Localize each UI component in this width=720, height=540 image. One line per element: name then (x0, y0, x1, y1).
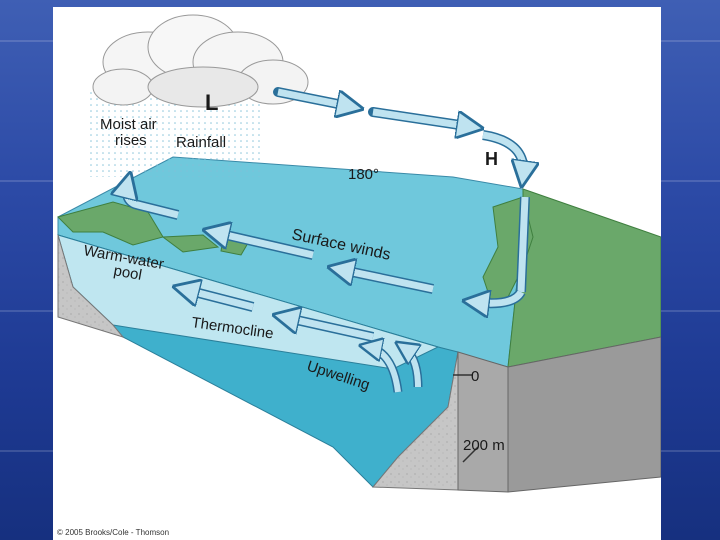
high-pressure-label: H (485, 149, 498, 169)
block-side (458, 352, 508, 492)
descending-arrow-inner (521, 197, 525, 292)
walker-circulation-diagram: L H Moist air rises Rainfall 180° Surfac… (53, 7, 661, 540)
depth-200-label: 200 m (463, 437, 505, 454)
diagram-slide: L H Moist air rises Rainfall 180° Surfac… (53, 7, 661, 540)
block-top-right (508, 189, 661, 367)
moist-air-label-line2: rises (115, 132, 147, 149)
copyright-notice: © 2005 Brooks/Cole - Thomson (57, 528, 169, 537)
low-pressure-label: L (205, 90, 218, 115)
rainfall-label: Rainfall (176, 134, 226, 151)
aloft-arrow-2-inner (373, 112, 473, 127)
longitude-label: 180° (348, 166, 379, 183)
moist-air-label-line1: Moist air (100, 116, 157, 133)
depth-zero-label: 0 (471, 368, 479, 385)
